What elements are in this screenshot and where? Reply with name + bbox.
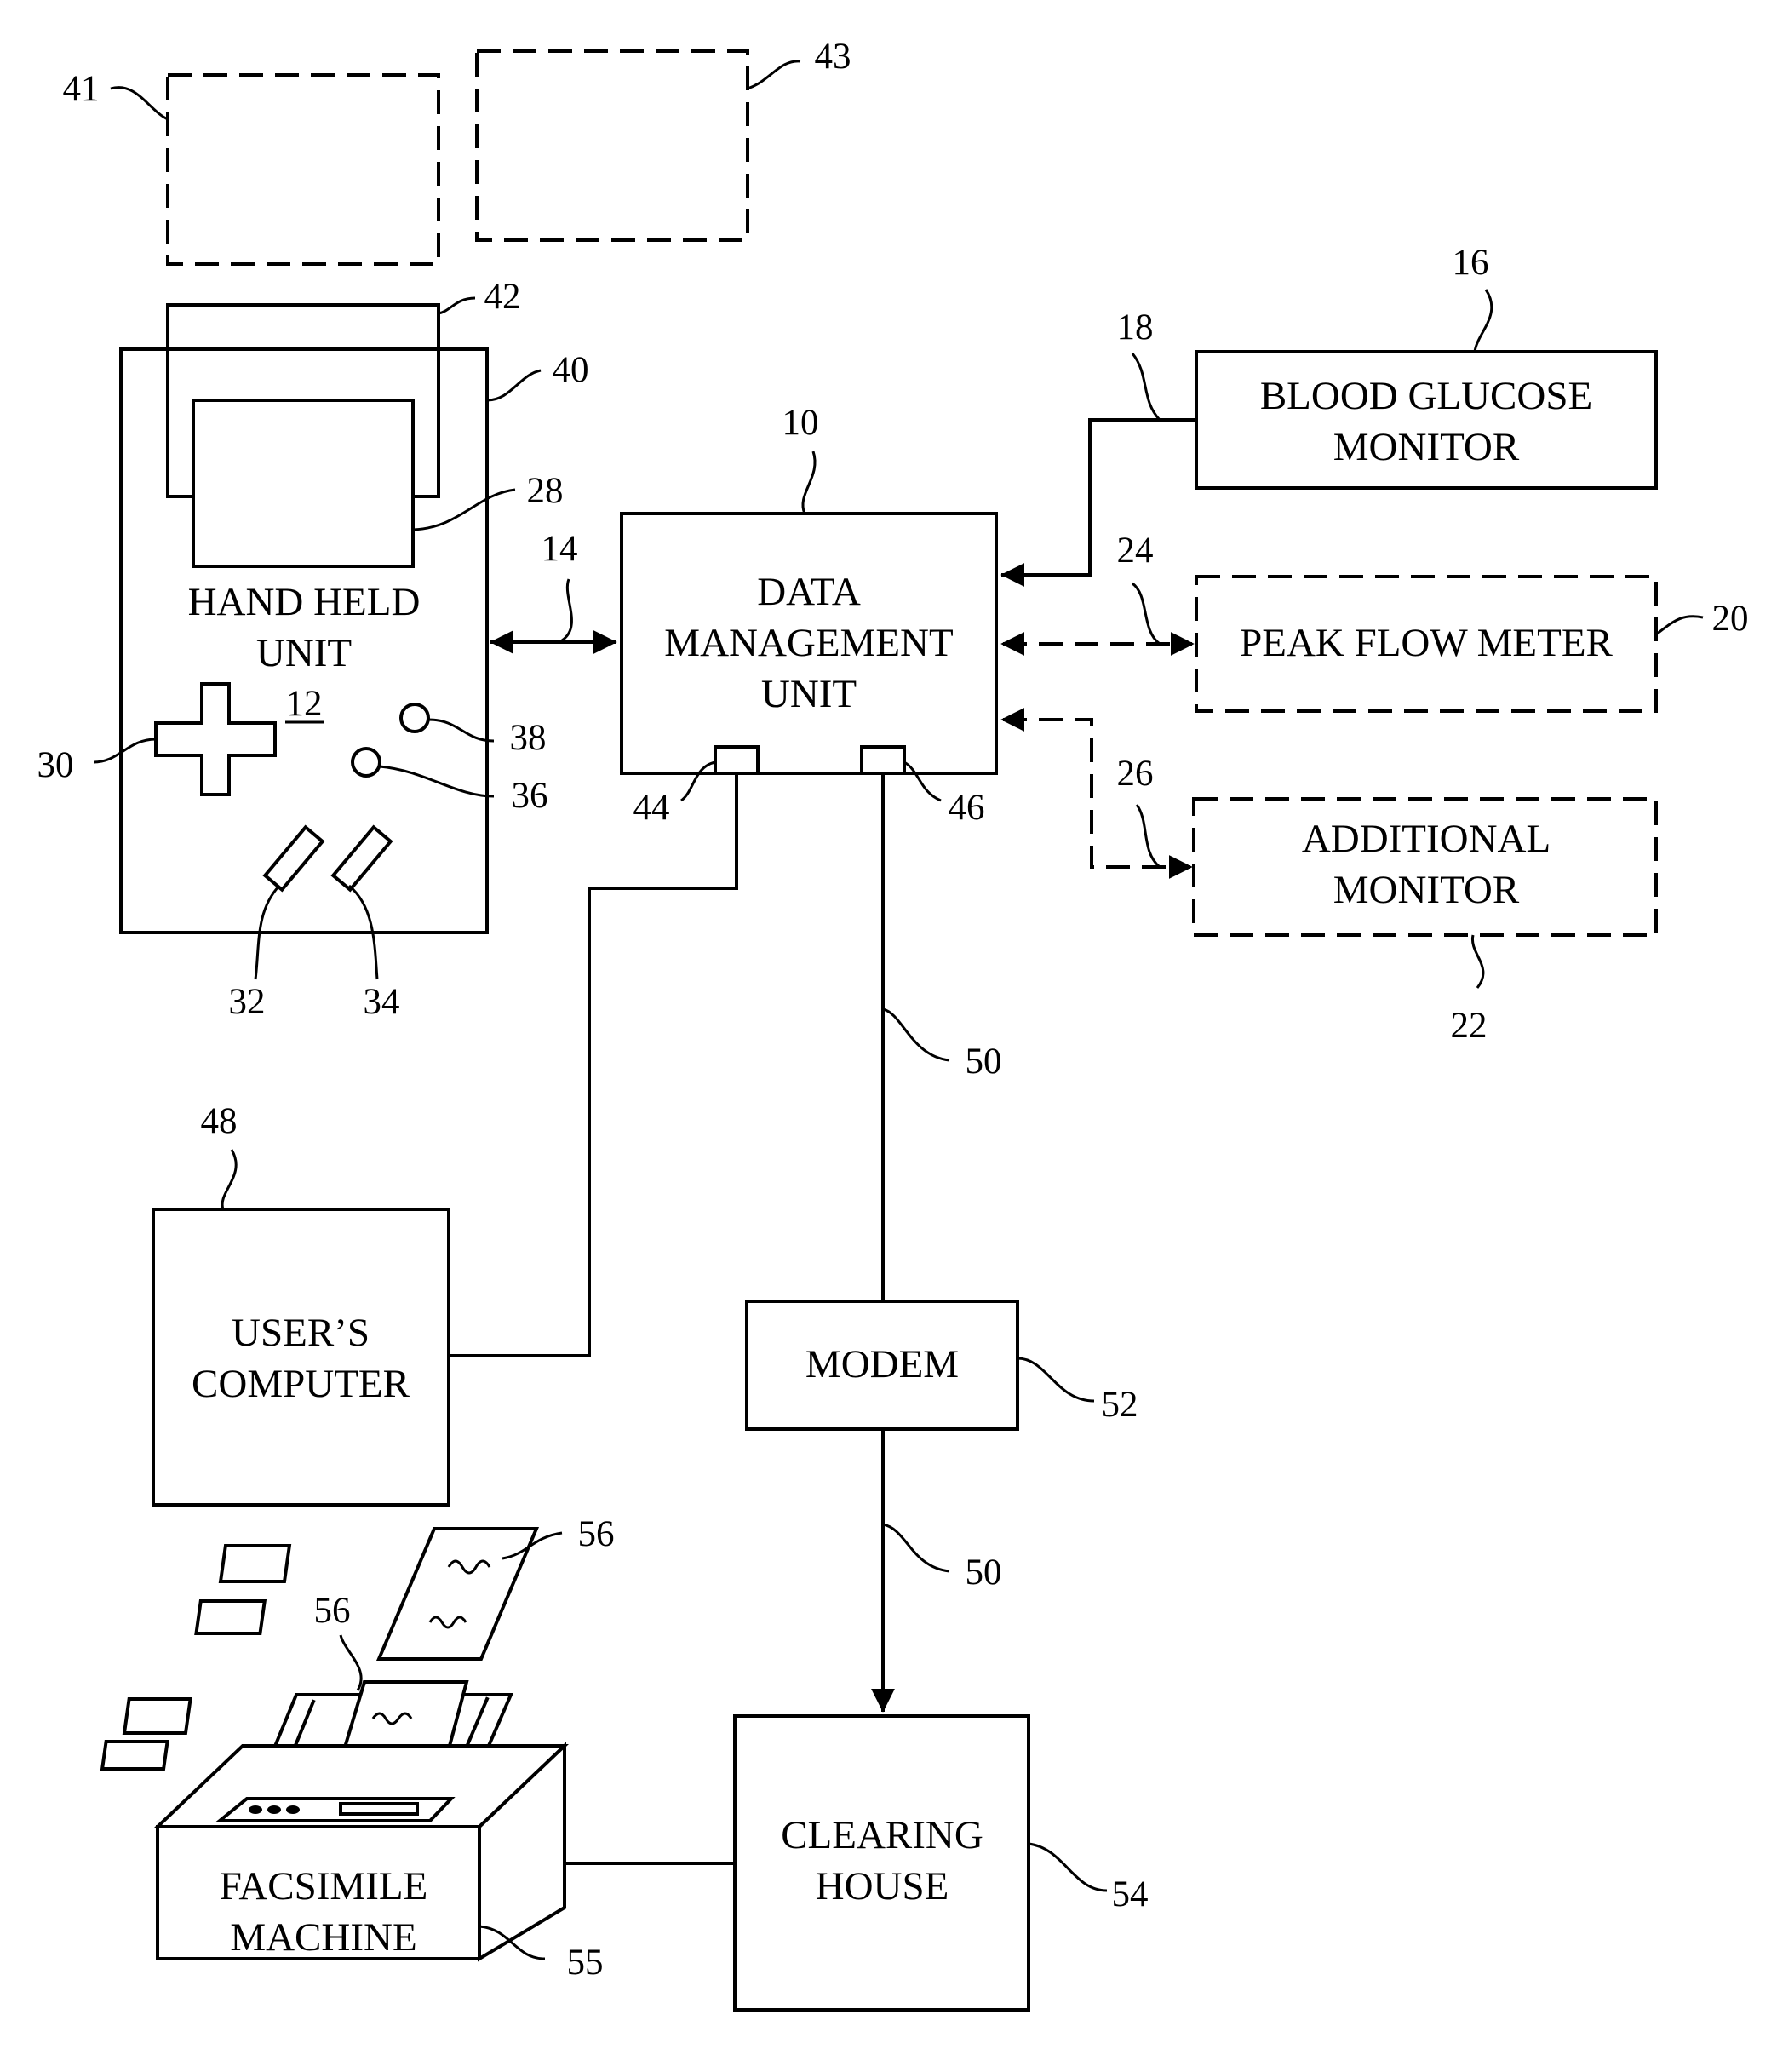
ref-18: 18: [1117, 307, 1154, 347]
leader-42: [439, 298, 475, 313]
data-management-unit-label-2: MANAGEMENT: [664, 621, 953, 665]
leader-16: [1475, 290, 1492, 352]
clearing-house-label-2: HOUSE: [816, 1864, 949, 1908]
users-computer-box: [153, 1209, 449, 1505]
ref-48: 48: [201, 1101, 238, 1141]
optional-unit-43: [477, 51, 748, 240]
leader-30: [94, 739, 156, 762]
hand-held-unit-label-1: HAND HELD: [188, 580, 421, 624]
leader-26: [1137, 805, 1160, 867]
ref-30: 30: [37, 745, 74, 785]
ref-20: 20: [1712, 599, 1749, 639]
leader-14: [562, 579, 571, 640]
ref-42: 42: [484, 277, 521, 317]
leader-18: [1132, 353, 1160, 420]
ref-24: 24: [1117, 531, 1154, 571]
ref-36: 36: [512, 776, 548, 816]
ref-40: 40: [553, 350, 589, 390]
key-34: [333, 827, 390, 889]
printed-report-sheet: [196, 1529, 536, 1659]
port-46: [862, 747, 904, 773]
users-computer-label-2: COMPUTER: [192, 1362, 410, 1406]
ref-56-lower: 56: [314, 1591, 351, 1631]
ref-44: 44: [633, 788, 670, 828]
ref-55: 55: [567, 1943, 604, 1983]
leader-10: [803, 451, 815, 514]
ref-52: 52: [1102, 1385, 1138, 1425]
additional-monitor-label-1: ADDITIONAL: [1302, 817, 1551, 861]
peak-flow-meter-label: PEAK FLOW METER: [1240, 621, 1613, 665]
hand-held-unit-label-2: UNIT: [256, 631, 352, 675]
direction-pad-30: [156, 684, 275, 795]
leader-48: [222, 1150, 236, 1209]
ref-54: 54: [1112, 1874, 1149, 1914]
leader-24: [1132, 583, 1160, 644]
ref-50-lower: 50: [966, 1553, 1002, 1593]
ref-10: 10: [782, 403, 819, 443]
leader-38: [428, 720, 494, 741]
leader-43: [748, 61, 800, 89]
ref-46: 46: [949, 788, 985, 828]
leader-52: [1017, 1358, 1094, 1401]
additional-monitor-label-2: MONITOR: [1333, 868, 1520, 912]
leader-36: [380, 766, 494, 796]
port-44: [715, 747, 758, 773]
ref-14: 14: [542, 529, 578, 569]
leader-54: [1029, 1844, 1107, 1891]
ref-16: 16: [1453, 243, 1489, 283]
facsimile-machine-label-1: FACSIMILE: [220, 1864, 428, 1908]
ref-38: 38: [510, 718, 547, 758]
data-management-unit-label-3: UNIT: [761, 672, 857, 716]
data-management-unit-label-1: DATA: [757, 570, 861, 614]
ref-43: 43: [815, 37, 851, 77]
leader-40: [487, 370, 541, 400]
leader-50-upper: [883, 1009, 949, 1060]
optional-unit-41: [168, 75, 439, 264]
link-26: [1003, 720, 1190, 867]
leader-22: [1472, 935, 1483, 988]
ref-12: 12: [286, 684, 323, 724]
leader-46: [904, 762, 941, 801]
leader-56-lower: [341, 1635, 361, 1690]
blood-glucose-monitor-label-2: MONITOR: [1333, 425, 1520, 469]
display-screen-28: [193, 400, 413, 566]
link-18: [1003, 420, 1196, 575]
ref-41: 41: [63, 69, 100, 109]
clearing-house-label-1: CLEARING: [781, 1813, 983, 1857]
modem-label: MODEM: [805, 1342, 959, 1386]
ref-50-upper: 50: [966, 1042, 1002, 1082]
key-32: [265, 827, 322, 889]
ref-22: 22: [1451, 1006, 1488, 1046]
leader-41: [111, 88, 168, 119]
link-computer: [449, 773, 737, 1356]
button-36: [353, 749, 380, 776]
leader-50-lower: [883, 1524, 949, 1571]
ref-34: 34: [364, 982, 400, 1022]
users-computer-label-1: USER’S: [232, 1311, 370, 1355]
ref-56-upper: 56: [578, 1514, 615, 1554]
leader-44: [681, 762, 715, 801]
ref-28: 28: [527, 471, 564, 511]
leader-20: [1656, 617, 1703, 634]
ref-32: 32: [229, 982, 266, 1022]
button-38: [401, 704, 428, 732]
facsimile-machine-label-2: MACHINE: [230, 1915, 416, 1960]
ref-26: 26: [1117, 754, 1154, 794]
clearing-house-box: [735, 1716, 1029, 2010]
blood-glucose-monitor-label-1: BLOOD GLUCOSE: [1260, 374, 1592, 418]
